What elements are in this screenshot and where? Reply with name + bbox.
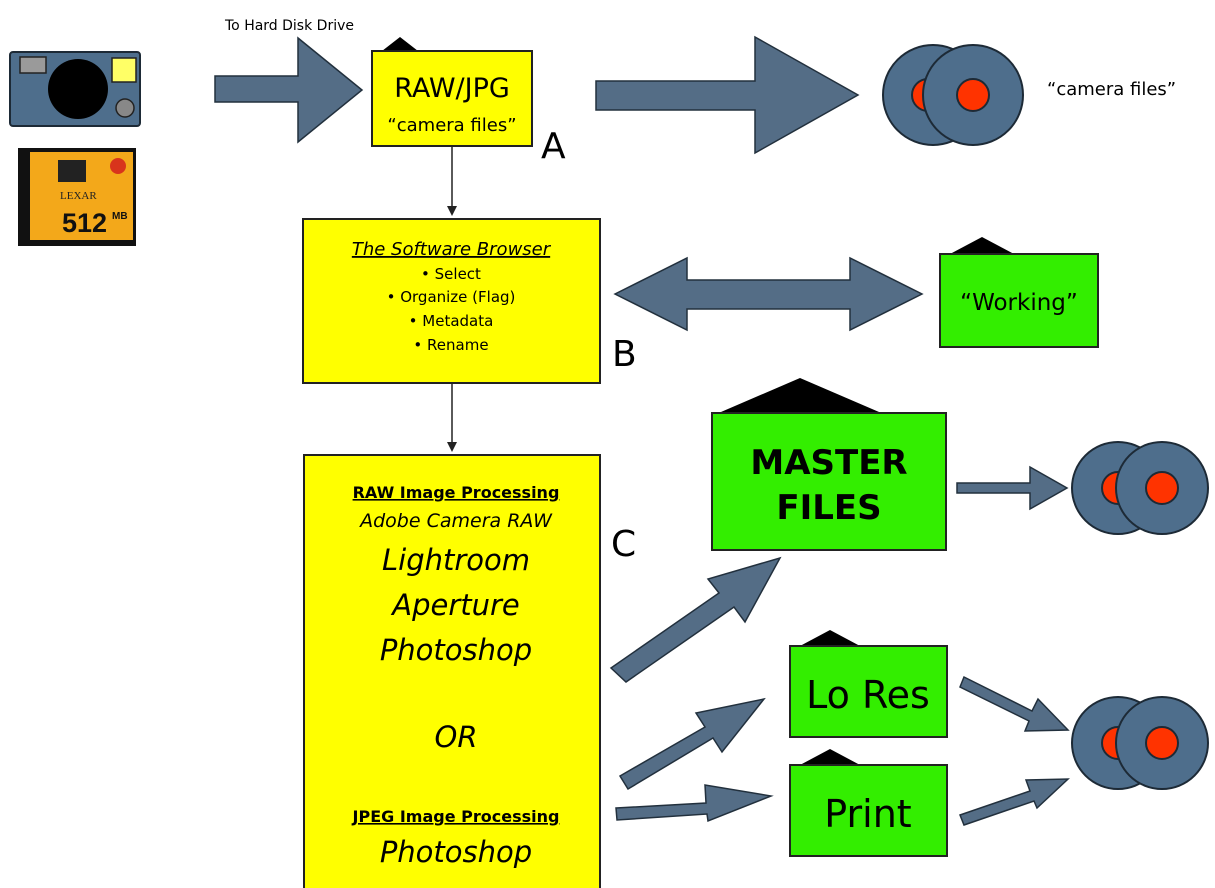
print-folder: Print bbox=[789, 749, 948, 857]
arrow-to-hard-disk bbox=[214, 36, 364, 144]
card-unit: MB bbox=[112, 211, 128, 222]
working-folder-label: “Working” bbox=[960, 290, 1078, 316]
arrow-master-to-disks bbox=[956, 465, 1069, 511]
marker-c: C bbox=[611, 524, 636, 565]
card-brand: LEXAR bbox=[60, 190, 97, 202]
arrow-print-to-disks bbox=[959, 778, 1070, 826]
lo-res-folder: Lo Res bbox=[789, 630, 948, 738]
connector-a-to-b-head bbox=[447, 206, 457, 216]
arrow-c-to-lo-res bbox=[618, 697, 766, 791]
memory-card-icon: LEXAR 512 MB bbox=[18, 148, 136, 246]
box-b-item: • Metadata bbox=[409, 312, 494, 330]
box-a-line1: RAW/JPG bbox=[394, 73, 510, 104]
disks-top-label: “camera files” bbox=[1047, 79, 1176, 100]
working-folder: “Working” bbox=[939, 237, 1099, 348]
box-b-title: The Software Browser bbox=[352, 239, 552, 260]
arrow-lo-res-to-disks bbox=[959, 675, 1070, 732]
connector-b-to-c-head bbox=[447, 442, 457, 452]
box-b-software-browser: The Software Browser • Select • Organize… bbox=[302, 218, 601, 384]
top-caption: To Hard Disk Drive bbox=[224, 18, 354, 34]
box-b-item: • Organize (Flag) bbox=[387, 288, 516, 306]
double-arrow-b-working bbox=[613, 256, 924, 332]
disk-stack-top-icon bbox=[882, 44, 1024, 146]
box-a-raw-jpg: RAW/JPG “camera files” bbox=[371, 37, 533, 147]
jpeg-item: Photoshop bbox=[380, 835, 532, 869]
lo-res-label: Lo Res bbox=[806, 673, 930, 717]
or-text: OR bbox=[435, 720, 478, 754]
arrow-c-to-master bbox=[609, 556, 782, 683]
disk-stack-bottom-icon bbox=[1071, 696, 1209, 790]
arrow-to-camera-files-disks bbox=[595, 35, 860, 155]
camera-icon bbox=[9, 51, 141, 127]
arrow-c-to-print bbox=[615, 784, 774, 823]
box-b-item: • Rename bbox=[413, 336, 488, 354]
box-b-item: • Select bbox=[421, 265, 481, 283]
master-files-line1: MASTER bbox=[750, 443, 907, 483]
master-files-line2: FILES bbox=[776, 488, 881, 528]
master-files-folder: MASTER FILES bbox=[711, 378, 947, 551]
card-capacity: 512 bbox=[62, 208, 107, 238]
raw-item: Adobe Camera RAW bbox=[358, 510, 553, 532]
marker-b: B bbox=[612, 334, 637, 375]
box-c-image-processing: RAW Image Processing Adobe Camera RAW Li… bbox=[303, 454, 601, 888]
raw-item: Aperture bbox=[390, 588, 520, 622]
print-label: Print bbox=[824, 792, 911, 836]
jpeg-heading: JPEG Image Processing bbox=[352, 807, 560, 826]
raw-item: Photoshop bbox=[380, 633, 532, 667]
disk-stack-middle-icon bbox=[1071, 441, 1209, 535]
marker-a: A bbox=[541, 126, 566, 167]
box-a-line2: “camera files” bbox=[387, 115, 516, 136]
raw-heading: RAW Image Processing bbox=[353, 483, 560, 502]
raw-item: Lightroom bbox=[382, 543, 530, 577]
